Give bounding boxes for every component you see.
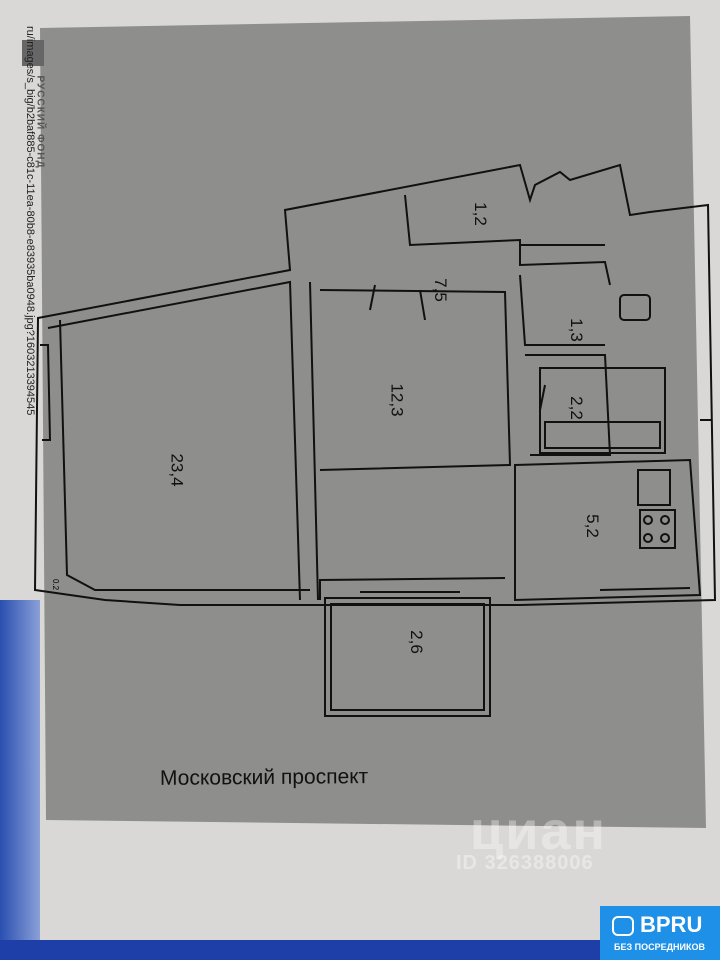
stove — [639, 509, 676, 549]
cian-watermark: циан — [470, 801, 608, 861]
bathtub — [539, 367, 666, 454]
inner-wall — [47, 280, 301, 601]
room-area-balcony: 2,6 — [406, 630, 426, 654]
street-label: Московский проспект — [159, 765, 369, 790]
toilet-fixture — [619, 294, 651, 321]
listing-id-watermark: ID 326388006 — [456, 852, 594, 874]
blue-folder-bottom — [0, 940, 600, 960]
sink — [637, 469, 671, 506]
kitchen-wall — [514, 458, 702, 602]
partition-wall — [309, 281, 319, 601]
logo-text: РУССКИЙ ФОНД — [34, 75, 46, 169]
corner-label: 0.2 — [51, 578, 61, 591]
room-area-storage: 1,2 — [470, 202, 490, 226]
room-area-kitchen: 5,2 — [582, 514, 602, 538]
room-area-bedroom: 12,3 — [387, 383, 407, 417]
room-area-hallway: 7,5 — [430, 278, 450, 302]
people-icon — [612, 916, 634, 936]
blue-folder-edge — [0, 600, 40, 960]
room-area-bathroom: 2,2 — [566, 396, 586, 420]
balcony-wall — [324, 597, 491, 717]
bedroom-wall — [319, 289, 512, 471]
badge-title: BPRU — [640, 912, 703, 937]
logo-mark — [22, 40, 44, 66]
gray-sheet — [40, 16, 706, 828]
outer-wall — [33, 163, 717, 606]
room-area-living: 23,4 — [167, 453, 187, 487]
window — [40, 344, 52, 441]
badge-subtitle: БЕЗ ПОСРЕДНИКОВ — [614, 942, 705, 952]
storage-wall — [404, 194, 611, 286]
bpru-badge[interactable]: BPRU БЕЗ ПОСРЕДНИКОВ — [600, 906, 720, 960]
room-area-toilet: 1,3 — [566, 318, 586, 342]
toilet-bath-wall — [519, 274, 612, 456]
source-url: ru/images/s_big/b2baf885-c81c-11ea-80b8-… — [24, 26, 36, 416]
